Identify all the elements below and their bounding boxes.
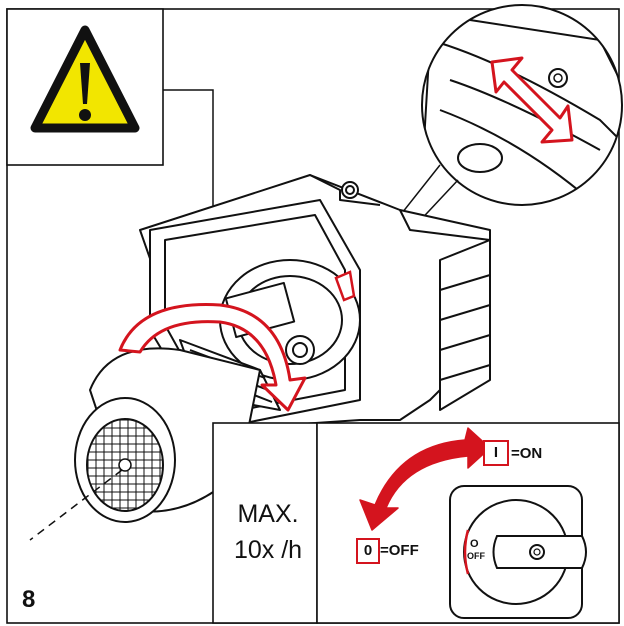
on-symbol-box: I: [483, 440, 509, 466]
max-panel: [212, 422, 318, 624]
max-label: MAX.: [237, 500, 299, 528]
dial-o-marking: O: [470, 538, 479, 550]
off-label: =OFF: [380, 542, 419, 559]
max-cycles-label: MAX. 10x /h: [218, 496, 318, 568]
rotary-switch-icon: [449, 485, 587, 619]
on-label: =ON: [511, 445, 543, 462]
small-arrow-marker: [334, 270, 356, 302]
switch-turn-arrow-icon: [359, 427, 491, 531]
dial-off-marking: OFF: [467, 551, 485, 561]
detail-double-arrow-icon: [490, 56, 574, 144]
axis-dashed-line: [29, 469, 123, 541]
figure-number: 8: [22, 586, 36, 613]
detail-zoom-circle: [421, 4, 623, 206]
off-symbol-box: 0: [356, 538, 380, 564]
rate-label: 10x /h: [233, 536, 303, 564]
rotation-arrow-icon: [118, 303, 307, 412]
warning-triangle-icon: [30, 25, 140, 133]
fan-grille: [87, 419, 163, 511]
